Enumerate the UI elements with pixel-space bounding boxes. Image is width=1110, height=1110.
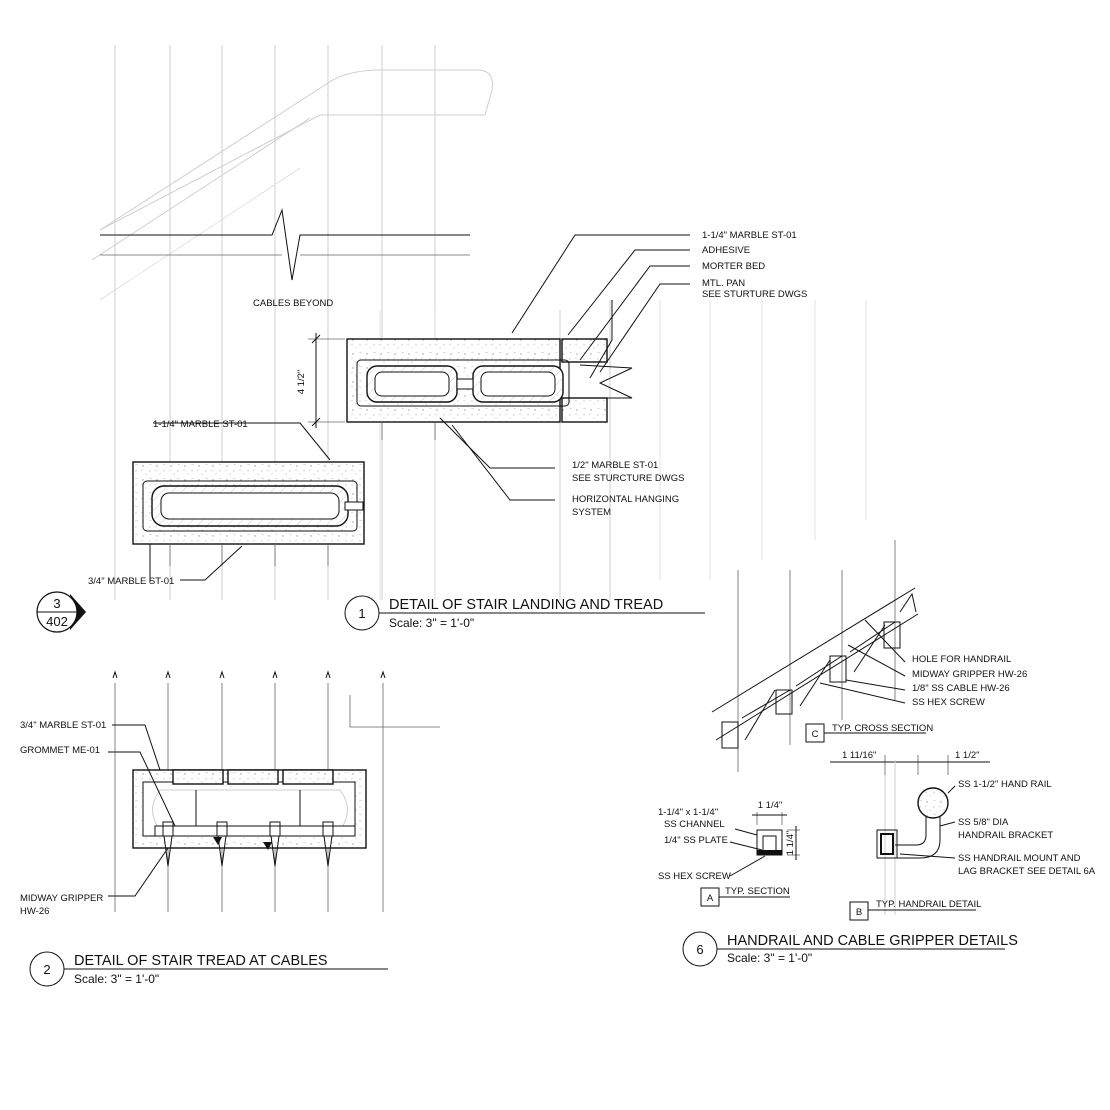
cables-beyond-label: CABLES BEYOND (253, 298, 333, 309)
detail-2-number: 2 (43, 962, 50, 977)
note-lag-bracket: LAG BRACKET SEE DETAIL 6A (958, 866, 1096, 877)
note-adhesive: ADHESIVE (702, 245, 750, 256)
sub-a-label: TYP. SECTION (725, 886, 790, 897)
note-hole-for-handrail: HOLE FOR HANDRAIL (912, 654, 1011, 665)
detail-1-title: DETAIL OF STAIR LANDING AND TREAD (389, 597, 663, 613)
note-midway-gripper: MIDWAY GRIPPER (20, 893, 103, 904)
sub-a-key: A (707, 893, 714, 904)
note-channel-size: 1-1/4" x 1-1/4" (658, 807, 718, 818)
sub-b-key: B (856, 907, 862, 918)
dim-a-height: 1 1/4" (785, 831, 796, 856)
note-morter-bed: MORTER BED (702, 261, 765, 272)
note-handrail-mount: SS HANDRAIL MOUNT AND (958, 853, 1081, 864)
section-ref-sheet: 402 (46, 614, 68, 629)
sub-b-label: TYP. HANDRAIL DETAIL (876, 899, 981, 910)
dim-b-right: 1 1/2" (955, 750, 980, 761)
note-half-marble: 1/2" MARBLE ST-01 (572, 460, 658, 471)
sub-c-cross-section: HOLE FOR HANDRAIL MIDWAY GRIPPER HW-26 1… (711, 540, 1027, 772)
sub-c-key: C (812, 729, 819, 740)
detail-1-leaders (439, 234, 690, 501)
detail-1-number: 1 (358, 606, 365, 621)
note-ss-channel: SS CHANNEL (664, 819, 725, 830)
dim-b-left: 1 11/16" (842, 750, 876, 761)
detail-2-title: DETAIL OF STAIR TREAD AT CABLES (74, 953, 328, 969)
note-marble-st01: 1-1/4" MARBLE ST-01 (702, 230, 797, 241)
detail-2-stair-tread-cables: 3/4" MARBLE ST-01 GROMMET ME-01 MIDWAY G… (20, 670, 440, 987)
detail-1-scale: Scale: 3" = 1'-0" (389, 616, 474, 630)
detail-2-scale: Scale: 3" = 1'-0" (74, 972, 159, 986)
note-system: SYSTEM (572, 507, 611, 518)
note-hw26: HW-26 (20, 906, 49, 917)
detail-6-title: HANDRAIL AND CABLE GRIPPER DETAILS (727, 933, 1018, 949)
dimension-label: 4 1/2" (296, 370, 307, 395)
landing-slab (346, 338, 633, 440)
note-midway-gripper-hw26: MIDWAY GRIPPER HW-26 (912, 669, 1027, 680)
note-3-4-marble: 3/4" MARBLE ST-01 (20, 720, 106, 731)
note-see-sturture: SEE STURTURE DWGS (702, 289, 807, 300)
section-ref-number: 3 (53, 596, 60, 611)
title-block-detail-2: 2 DETAIL OF STAIR TREAD AT CABLES Scale:… (29, 951, 388, 987)
note-ss-cable: 1/8" SS CABLE HW-26 (912, 683, 1010, 694)
note-mtl-pan: MTL. PAN (702, 278, 745, 289)
detail-1-stair-landing: CABLES BEYOND 4 1/2" (88, 208, 807, 631)
note-ss-dia: SS 5/8" DIA (958, 817, 1009, 828)
note-ss-plate: 1/4" SS PLATE (664, 835, 728, 846)
tread-slab (132, 461, 365, 582)
note-tread-marble: 1-1/4" MARBLE ST-01 (153, 419, 248, 430)
note-horizontal-hanging: HORIZONTAL HANGING (572, 494, 679, 505)
detail-6-number: 6 (696, 942, 703, 957)
note-tread-bottom-marble: 3/4" MARBLE ST-01 (88, 576, 174, 587)
title-block-detail-1: 1 DETAIL OF STAIR LANDING AND TREAD Scal… (344, 595, 705, 631)
note-ss-hand-rail: SS 1-1/2" HAND RAIL (958, 779, 1052, 790)
title-block-detail-6: 6 HANDRAIL AND CABLE GRIPPER DETAILS Sca… (682, 931, 1018, 967)
sub-c-label: TYP. CROSS SECTION (832, 723, 933, 734)
detail-6-scale: Scale: 3" = 1'-0" (727, 951, 812, 965)
dimension-4-1-2: 4 1/2" (296, 333, 345, 428)
note-see-sturcture: SEE STURCTURE DWGS (572, 473, 684, 484)
note-handrail-bracket: HANDRAIL BRACKET (958, 830, 1053, 841)
note-ss-hex-screw-a: SS HEX SCREW (658, 871, 731, 882)
section-reference-3-402: 3 402 (36, 591, 86, 633)
dim-a-width: 1 1/4" (758, 800, 783, 811)
note-grommet: GROMMET ME-01 (20, 745, 100, 756)
sub-a-typ-section: 1 1/4" 1 1/4" 1-1/4" x 1-1/4" SS CHANNEL… (658, 800, 800, 907)
detail-6-handrail-gripper: HOLE FOR HANDRAIL MIDWAY GRIPPER HW-26 1… (658, 540, 1096, 967)
sub-b-handrail-detail: 1 11/16" 1 1/2" SS 1-1/2" HAND RAIL SS 5… (830, 750, 1096, 921)
note-ss-hex-screw-c: SS HEX SCREW (912, 697, 985, 708)
background-cables-ghost (91, 45, 867, 600)
